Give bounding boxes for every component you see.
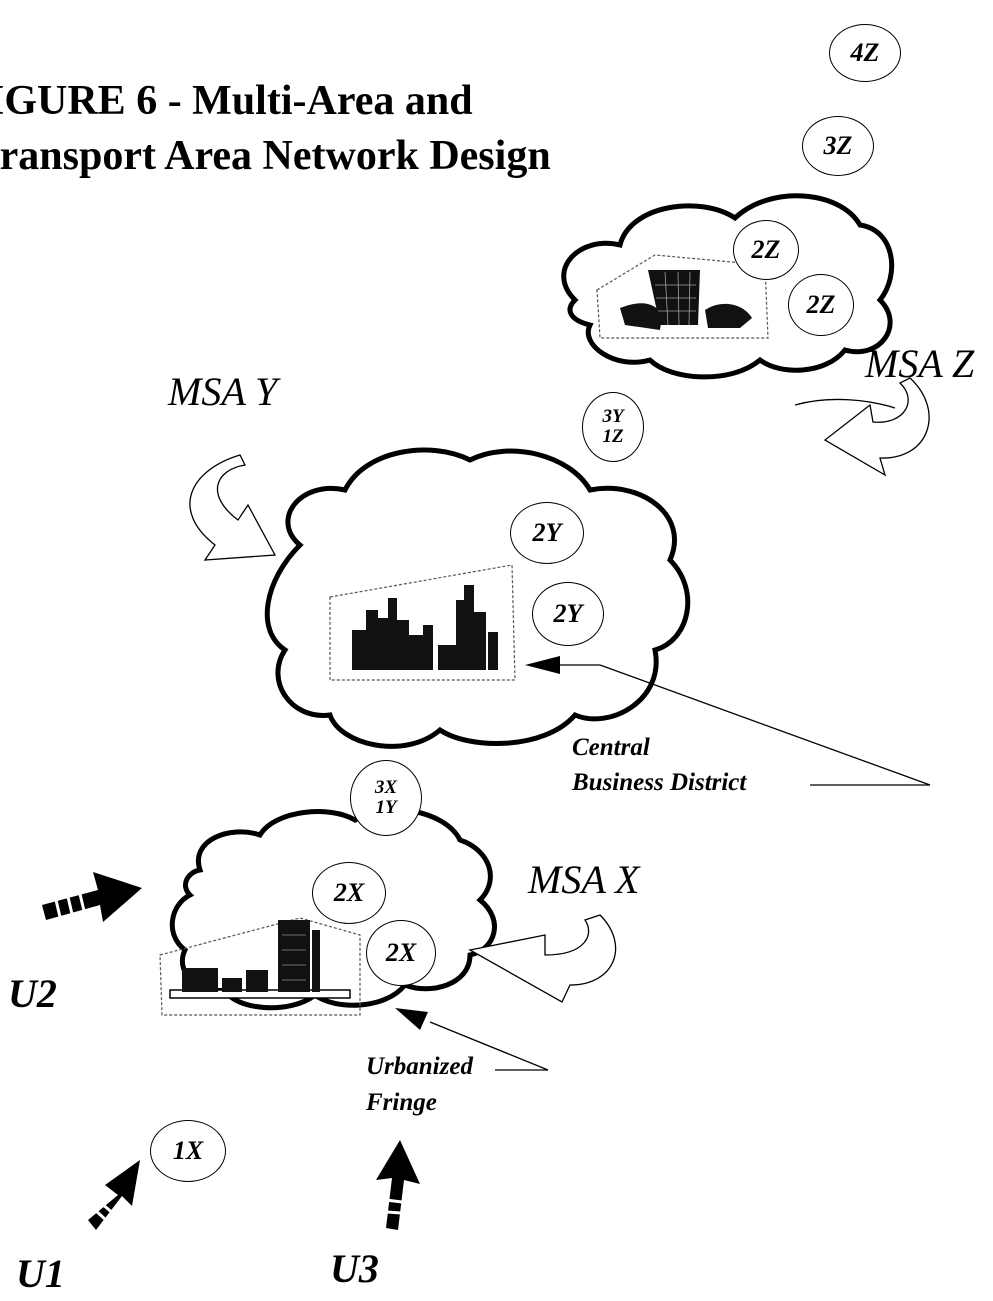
node-3y-1z: 3Y 1Z	[582, 392, 644, 462]
node-1x: 1X	[150, 1120, 226, 1182]
node-2x-b: 2X	[366, 920, 436, 986]
u2-striped-arrow	[42, 872, 142, 922]
msa-z-label: MSA Z	[865, 341, 975, 386]
fringe-label-line-2: Fringe	[366, 1089, 437, 1116]
node-3x-1y-bottom: 1Y	[375, 797, 397, 818]
node-3z: 3Z	[802, 116, 874, 176]
skyline-y-icon	[352, 585, 498, 670]
node-3x-1y-top: 3X	[374, 777, 398, 798]
cbd-frame-y	[329, 564, 516, 681]
node-3x-1y: 3X 1Y	[350, 760, 422, 836]
node-2z-a: 2Z	[733, 220, 799, 280]
fringe-pointer-lines	[429, 1021, 549, 1071]
u3-label: U3	[330, 1246, 379, 1291]
cbd-label-line-2: Business District	[572, 769, 747, 796]
cbd-frame-z	[596, 254, 769, 339]
node-4z: 4Z	[829, 24, 901, 82]
fringe-pointer-head	[395, 1008, 428, 1030]
msa-z-curved-arrow-tail	[794, 398, 896, 409]
msa-x-curved-arrow	[468, 914, 617, 1003]
node-3y-1z-bottom: 1Z	[602, 426, 624, 447]
fringe-label-line-1: Urbanized	[366, 1053, 473, 1080]
u1-label: U1	[16, 1251, 65, 1296]
u2-label: U2	[8, 971, 57, 1016]
figure-title-line-1: IGURE 6 - Multi-Area and	[0, 78, 473, 124]
u1-striped-arrow	[88, 1160, 140, 1230]
node-2x-a: 2X	[312, 862, 386, 924]
cbd-frame-x	[159, 917, 361, 1016]
node-2y-a: 2Y	[510, 502, 584, 564]
node-2y-b: 2Y	[532, 582, 604, 646]
cbd-pointer-head	[525, 656, 560, 674]
cbd-label-line-1: Central	[572, 734, 650, 761]
msa-x-label: MSA X	[528, 857, 640, 902]
figure-title-line-2: 'ransport Area Network Design	[0, 133, 551, 179]
node-2z-b: 2Z	[788, 274, 854, 336]
msa-y-curved-arrow	[189, 454, 277, 561]
msa-y-label: MSA Y	[168, 369, 278, 414]
msa-z-curved-arrow	[823, 377, 930, 477]
node-3y-1z-top: 3Y	[602, 406, 624, 427]
u3-striped-arrow	[376, 1140, 420, 1230]
